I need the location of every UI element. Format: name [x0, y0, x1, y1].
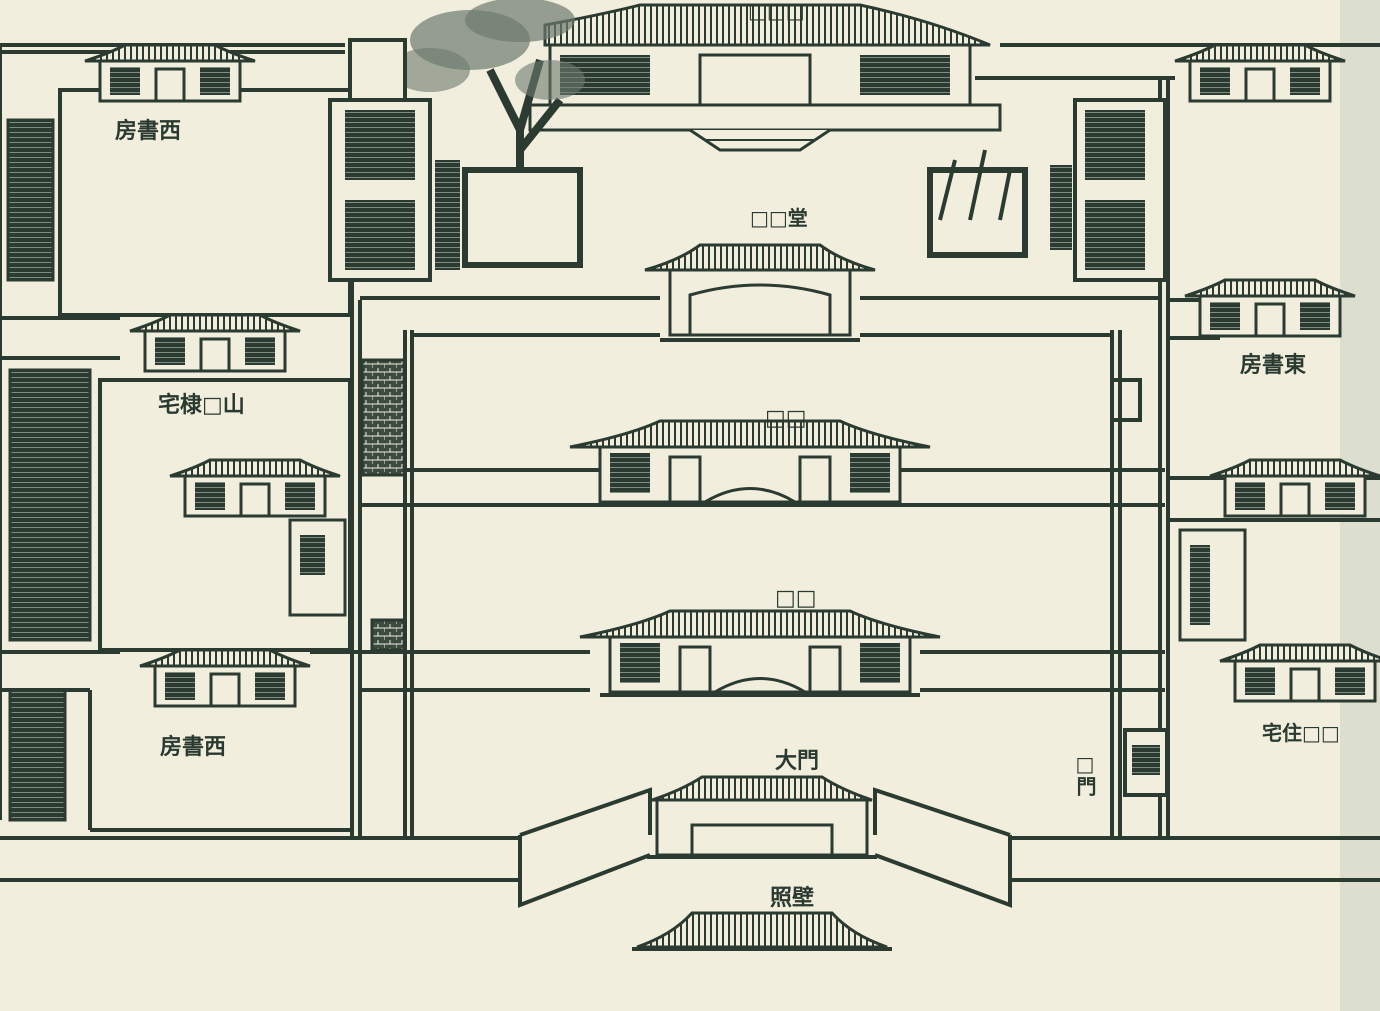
- second-hall: [568, 419, 932, 507]
- east-middle-house: [1208, 458, 1380, 518]
- brick-wall-segment: [370, 618, 406, 652]
- east-residence-house: [1218, 643, 1380, 703]
- west-edge-wing: [8, 688, 67, 822]
- label-residence-west: 宅棣□山: [158, 392, 245, 418]
- east-study-house: [1183, 278, 1357, 338]
- label-main-gate: 大門: [775, 748, 819, 774]
- label-west-study-bottom: 房書西: [160, 734, 226, 760]
- west-middle-house: [168, 458, 342, 518]
- label-screen-wall: 照壁: [770, 885, 814, 911]
- east-middle-wing: [1178, 528, 1247, 642]
- planter-west: [462, 167, 583, 268]
- label-west-study-top: 房書西: [115, 118, 181, 144]
- screen-wall: [632, 911, 892, 951]
- label-east-residence: 宅住□□: [1262, 721, 1340, 745]
- label-pavilion: □□堂: [750, 206, 808, 230]
- label-side-gate: □門: [1073, 752, 1097, 796]
- label-second-hall: □□: [765, 405, 807, 431]
- west-residence-house: [128, 313, 302, 373]
- west-edge-wing: [8, 368, 92, 642]
- east-side-building: [1050, 98, 1167, 282]
- main-gate: [647, 775, 877, 859]
- west-side-building: [328, 38, 460, 282]
- west-study-house-top: [83, 43, 257, 103]
- east-top-house: [1173, 43, 1347, 103]
- label-east-study: 房書東: [1240, 352, 1306, 378]
- west-edge-wing: [6, 118, 55, 282]
- rear-hall-top: [528, 3, 1002, 152]
- label-first-hall: □□: [775, 585, 817, 611]
- pavilion: [644, 243, 876, 342]
- west-study-house-bottom: [138, 648, 312, 708]
- label-top-center: □□□: [748, 0, 805, 23]
- first-hall: [578, 609, 942, 697]
- brick-wall-segment: [360, 358, 406, 477]
